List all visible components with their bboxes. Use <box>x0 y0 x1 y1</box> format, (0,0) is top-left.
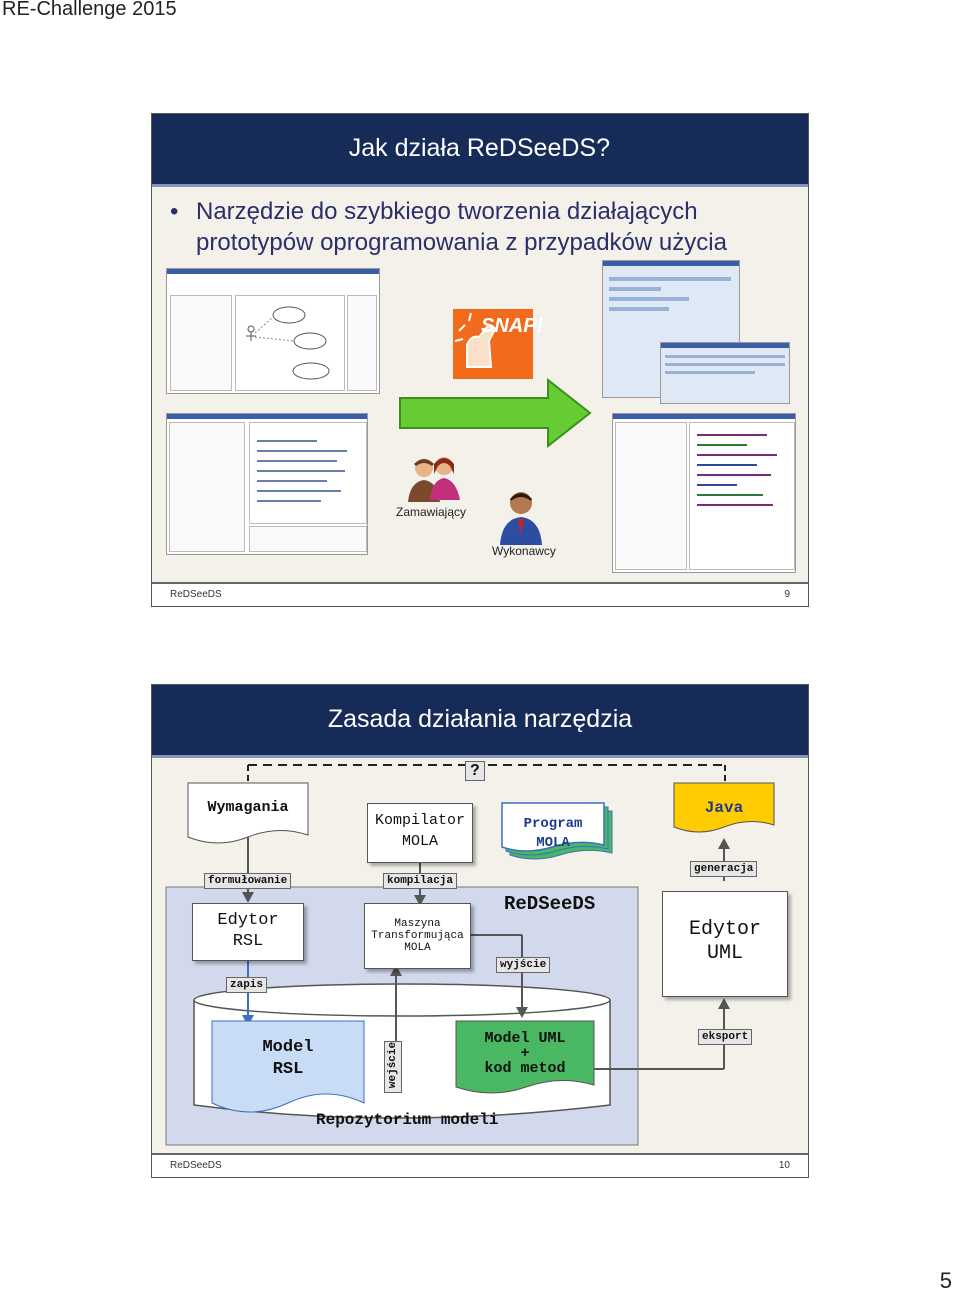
rsl-editor-screenshot <box>166 413 368 555</box>
model-repository-label: Repozytorium modeli <box>316 1111 499 1129</box>
rsl-model-line-1: Model <box>262 1038 314 1057</box>
code-editor-screenshot <box>612 413 796 573</box>
slide-10: Zasada działania narzędzia <box>151 684 809 1178</box>
java-document: Java <box>704 799 744 817</box>
program-line-1: Program <box>523 816 583 832</box>
rsl-model-document: Model RSL <box>212 1037 364 1081</box>
uml-editor-box: Edytor UML <box>662 891 788 997</box>
compilation-label: kompilacja <box>383 873 458 889</box>
footer-brand: ReDSeeDS <box>170 1160 222 1171</box>
slide-number: 10 <box>778 1160 790 1171</box>
bullet-icon: • <box>170 198 179 225</box>
unknown-link-marker: ? <box>465 761 485 781</box>
uml-editor-line-2: UML <box>706 942 743 965</box>
snap-fingers-icon: SNAP! <box>453 309 544 379</box>
mola-program-document: Program MOLA <box>502 815 604 853</box>
redseeds-label: ReDSeeDS <box>504 893 596 915</box>
rsl-editor-line-2: RSL <box>232 932 264 951</box>
rsl-model-line-2: RSL <box>272 1060 304 1079</box>
compiler-line-1: Kompilator <box>374 812 465 829</box>
page-number: 5 <box>939 1268 952 1293</box>
customer-people-icon <box>408 457 460 502</box>
uml-editor-line-1: Edytor <box>688 918 761 941</box>
slide-title-bar: Jak działa ReDSeeDS? <box>152 114 808 187</box>
transform-arrow-icon <box>399 378 592 448</box>
document-header: RE-Challenge 2015 <box>2 0 177 20</box>
rsl-editor-line-1: Edytor <box>217 911 279 930</box>
machine-line-2: Transformująca <box>371 930 464 942</box>
slide-title-bar: Zasada działania narzędzia <box>152 685 808 758</box>
use-case-editor-screenshot <box>166 268 380 394</box>
uml-model-line-2: + <box>520 1045 530 1062</box>
slide-number: 9 <box>784 589 790 600</box>
output-label: wyjście <box>496 957 551 973</box>
uml-model-document: Model UML + kod metod <box>456 1031 594 1076</box>
developer-person-icon <box>500 492 542 545</box>
slide-title: Jak działa ReDSeeDS? <box>348 134 610 162</box>
slide-9: Jak działa ReDSeeDS? • Narzędzie do szyb… <box>151 113 809 607</box>
bullet-text: Narzędzie do szybkiego tworzenia działaj… <box>196 198 727 256</box>
slide-footer: ReDSeeDS 10 <box>152 1153 808 1177</box>
input-label-box: wejście <box>384 1041 402 1093</box>
mola-transformation-machine-box: Maszyna Transformująca MOLA <box>364 903 471 969</box>
machine-line-1: Maszyna <box>394 918 441 930</box>
footer-brand: ReDSeeDS <box>170 589 222 600</box>
formulation-label: formułowanie <box>204 873 292 889</box>
generation-label: generacja <box>690 861 758 877</box>
slide-footer: ReDSeeDS 9 <box>152 582 808 606</box>
uml-model-line-3: kod metod <box>484 1060 566 1077</box>
developers-label: Wykonawcy <box>492 544 556 558</box>
rsl-editor-box: Edytor RSL <box>192 903 304 961</box>
program-line-2: MOLA <box>536 835 570 851</box>
snap-text: SNAP! <box>481 315 544 337</box>
input-label: wejście <box>387 1041 399 1089</box>
compiler-line-2: MOLA <box>401 833 438 850</box>
export-label: eksport <box>698 1029 753 1045</box>
machine-line-3: MOLA <box>404 942 431 954</box>
slide-title: Zasada działania narzędzia <box>327 705 633 733</box>
prototype-screenshot-front <box>660 342 790 404</box>
customer-label: Zamawiający <box>396 505 467 519</box>
mola-compiler-box: Kompilator MOLA <box>367 803 473 863</box>
requirements-document: Wymagania <box>207 799 289 816</box>
uml-model-line-1: Model UML <box>484 1030 566 1047</box>
save-label: zapis <box>226 977 268 993</box>
